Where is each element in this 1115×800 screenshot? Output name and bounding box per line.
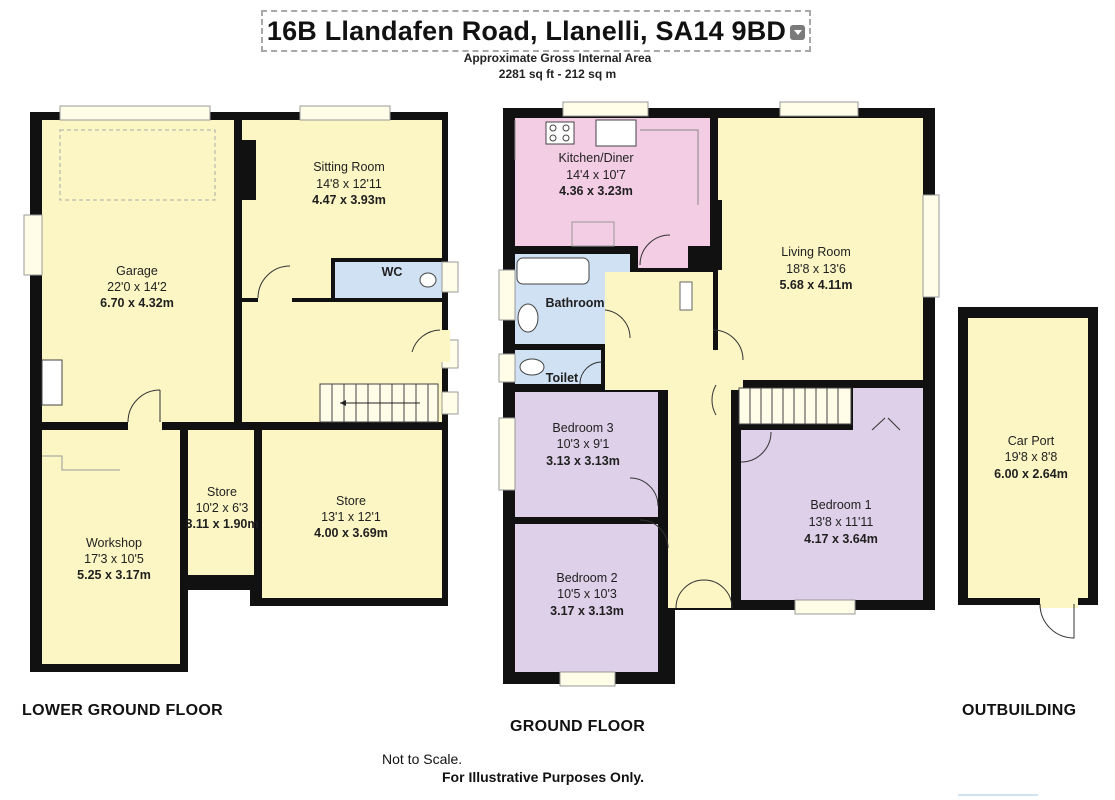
ground-floor-label: GROUND FLOOR [510,718,646,735]
wc-name: WC [382,265,403,279]
bed1-metric: 4.17 x 3.64m [804,532,878,546]
area-caption: Approximate Gross Internal Area [463,51,652,65]
store-small-metric: 3.11 x 1.90m [186,517,259,531]
bed2-imperial: 10'5 x 10'3 [557,587,617,601]
toilet-name: Toilet [546,371,579,385]
kitchen-name: Kitchen/Diner [558,151,633,165]
living-metric: 5.68 x 4.11m [780,278,853,292]
sitting-metric: 4.47 x 3.93m [312,193,386,207]
garage-imperial: 22'0 x 14'2 [107,280,167,294]
workshop-room [42,430,180,664]
chevron-down-icon[interactable] [790,24,806,40]
bedroom2-room [515,524,658,672]
sitting-imperial: 14'8 x 12'11 [316,177,382,191]
living-name: Living Room [781,245,850,259]
workshop-metric: 5.25 x 3.17m [77,568,151,582]
store-large-room [262,430,442,598]
lower-ground-floor-plan [23,105,459,672]
carport-imperial: 19'8 x 8'8 [1005,450,1058,464]
property-title-box[interactable]: 16B Llandafen Road, Llanelli, SA14 9BD [261,10,811,52]
ground-floor-plan [498,101,940,687]
bed2-metric: 3.17 x 3.13m [550,604,624,618]
carport-name: Car Port [1008,434,1055,448]
living-room [718,118,923,380]
property-address: 16B Llandafen Road, Llanelli, SA14 9BD [266,15,787,46]
bed1-name: Bedroom 1 [810,498,871,512]
horizontal-scrollbar[interactable] [958,794,1038,796]
kitchen-imperial: 14'4 x 10'7 [566,168,626,182]
workshop-imperial: 17'3 x 10'5 [84,552,144,566]
outbuilding-label: OUTBUILDING [962,702,1077,719]
garage-metric: 6.70 x 4.32m [100,296,174,310]
store-large-metric: 4.00 x 3.69m [314,526,388,540]
store-large-name: Store [336,494,366,508]
bed3-metric: 3.13 x 3.13m [546,454,620,468]
bed2-name: Bedroom 2 [556,571,617,585]
store-large-imperial: 13'1 x 12'1 [321,510,381,524]
bed1-imperial: 13'8 x 11'11 [809,515,874,529]
garage-room [42,120,234,422]
carport-metric: 6.00 x 2.64m [994,467,1068,481]
store-small-room [188,430,254,575]
garage-name: Garage [116,264,158,278]
sitting-name: Sitting Room [313,160,385,174]
workshop-name: Workshop [86,536,142,550]
purpose-note: For Illustrative Purposes Only. [442,769,645,785]
lower-ground-floor-label: LOWER GROUND FLOOR [22,702,223,719]
carport-room [968,318,1088,598]
bed3-imperial: 10'3 x 9'1 [557,437,610,451]
bathroom-name: Bathroom [545,296,604,310]
area-value: 2281 sq ft - 212 sq m [498,67,617,81]
outbuilding-plan [958,307,1098,639]
bed3-name: Bedroom 3 [552,421,613,435]
kitchen-metric: 4.36 x 3.23m [559,184,633,198]
store-small-name: Store [207,485,237,499]
scale-note: Not to Scale. [382,751,463,767]
bedroom3-room [515,392,658,517]
room-labels: Garage 22'0 x 14'2 6.70 x 4.32m Sitting … [77,151,1068,618]
living-imperial: 18'8 x 13'6 [786,262,846,276]
bedroom1-room [741,430,923,600]
store-small-imperial: 10'2 x 6'3 [196,501,249,515]
